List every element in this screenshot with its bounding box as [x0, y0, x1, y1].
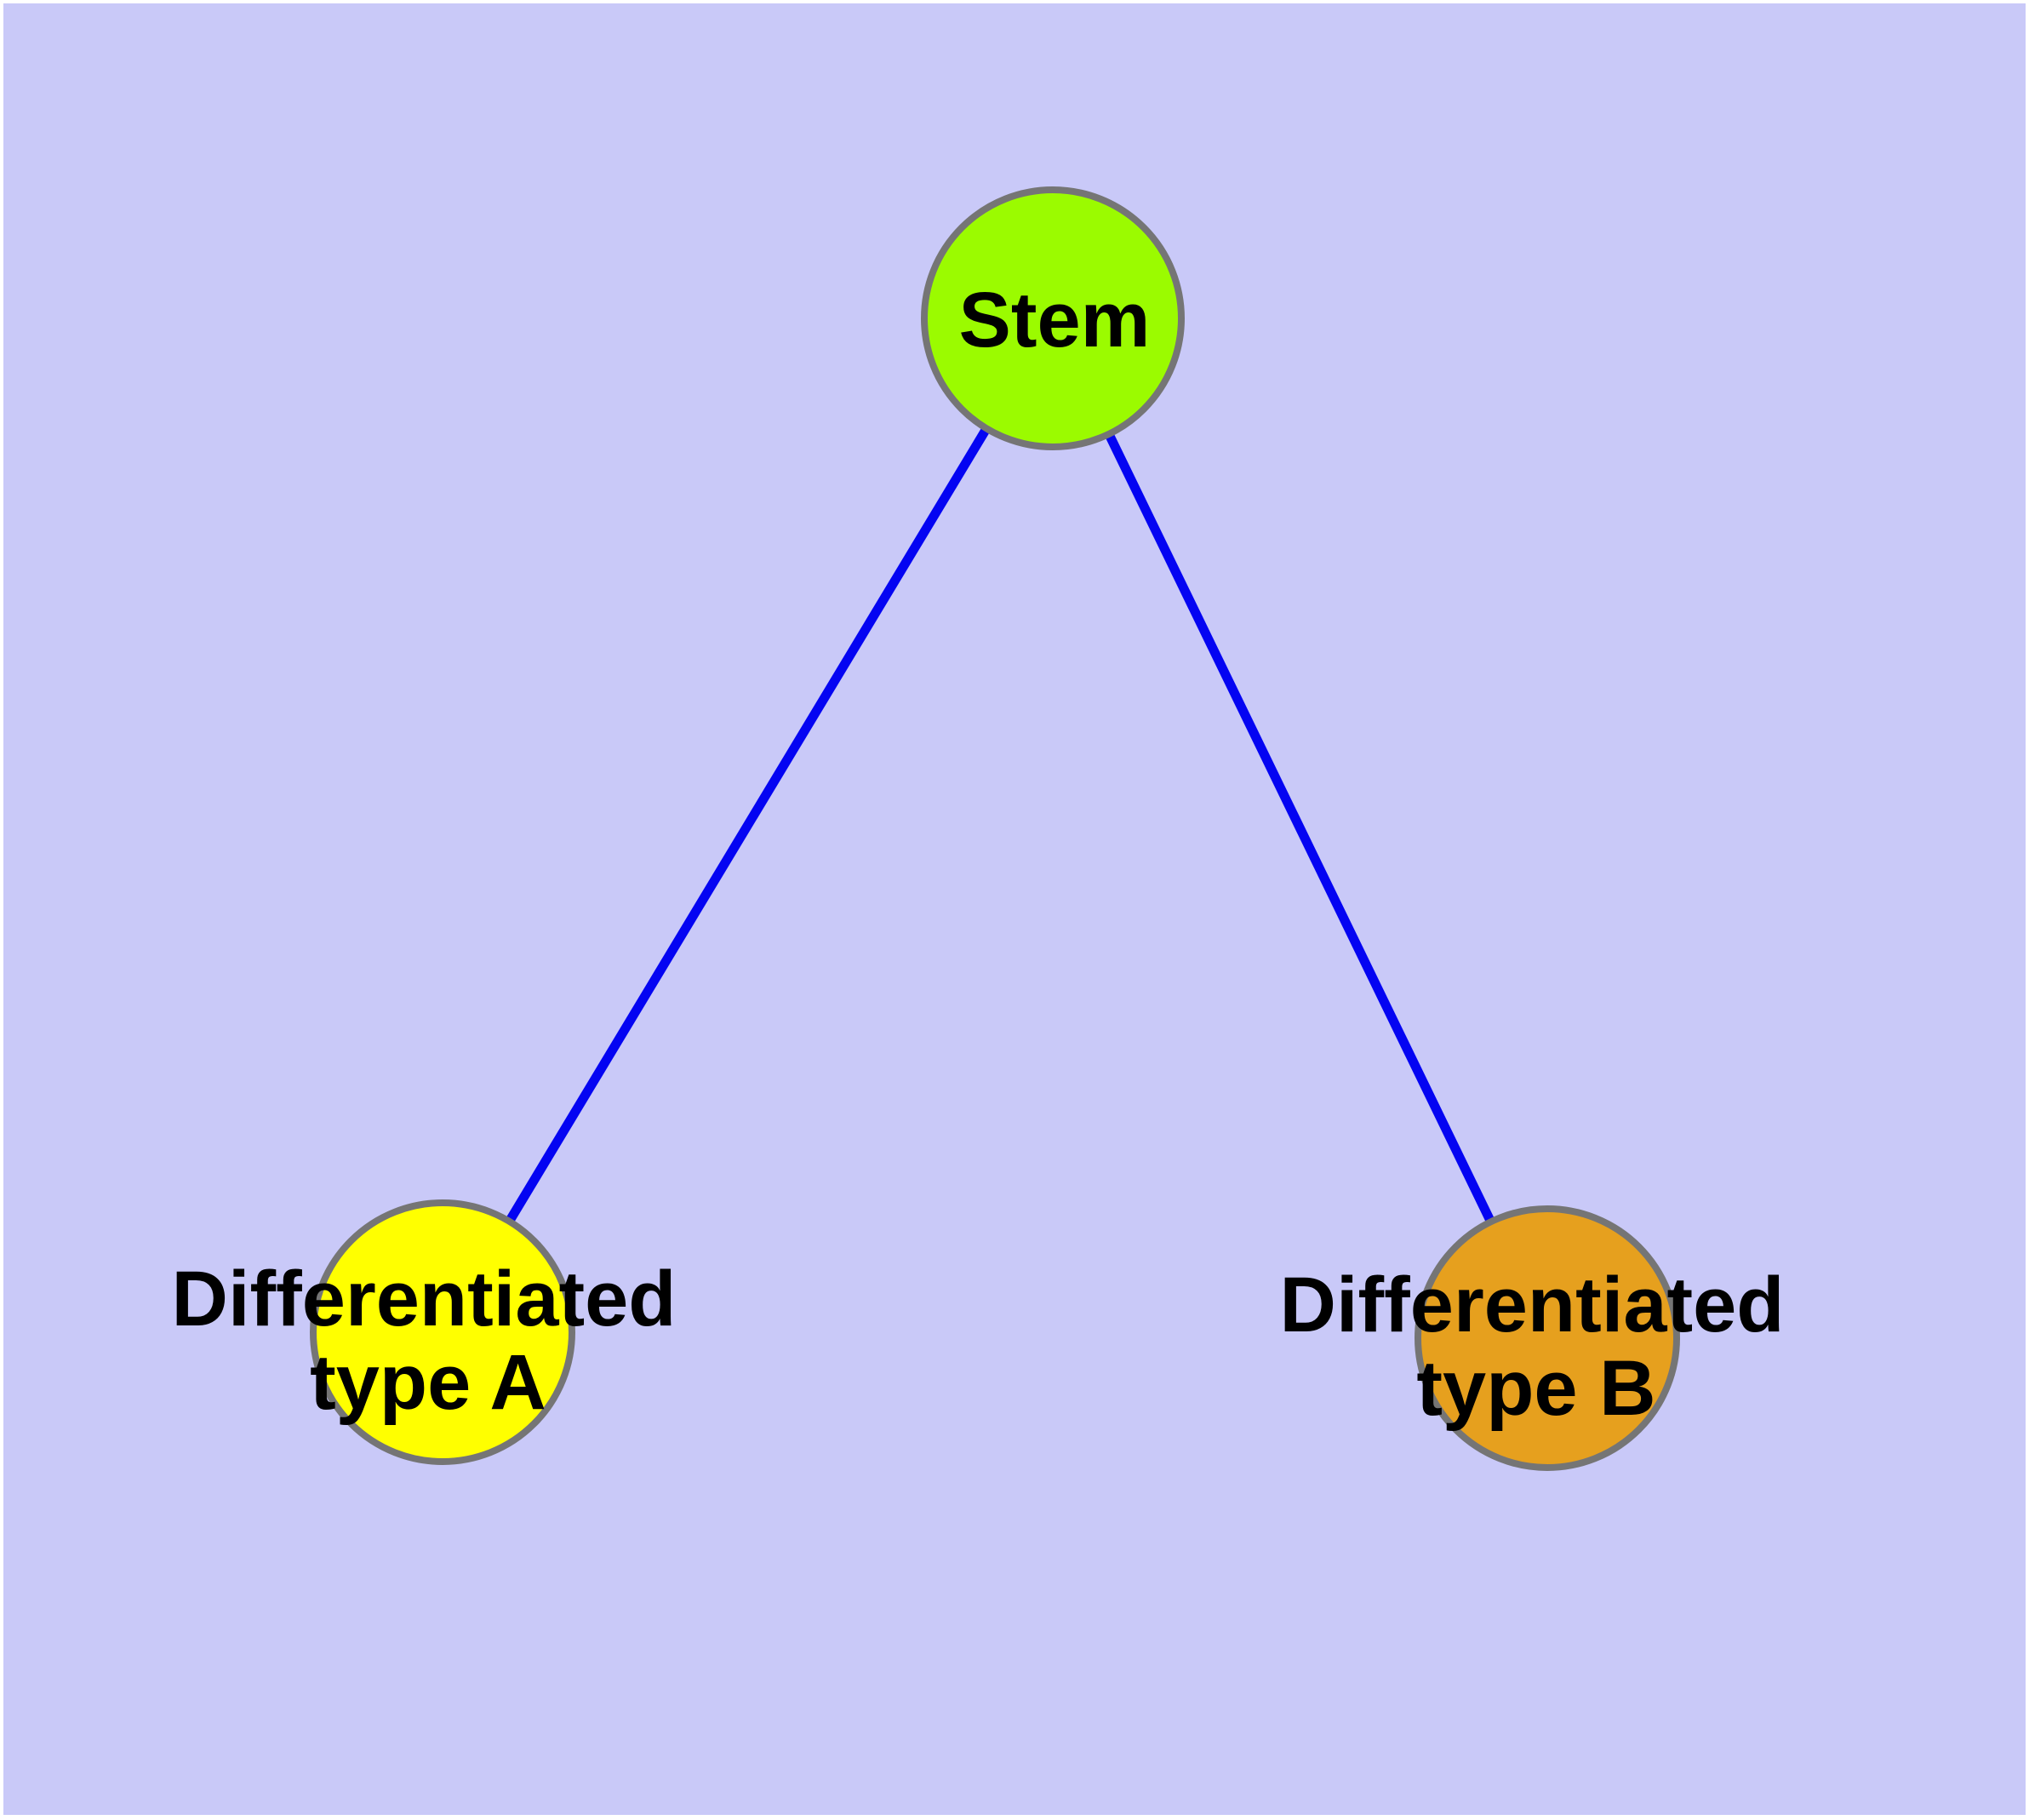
node-stem-label: Stem — [959, 277, 1151, 363]
node-differentiated-type-b-circle[interactable] — [1415, 1205, 1680, 1471]
node-differentiated-type-a[interactable]: Differentiated type A — [172, 1199, 677, 1465]
node-differentiated-type-a-circle[interactable] — [310, 1199, 575, 1465]
edge-stem-to-type-b — [1049, 316, 1552, 1341]
node-differentiated-type-b-label-line2: type B — [1416, 1345, 1655, 1432]
node-differentiated-type-a-label-line2: type A — [310, 1339, 546, 1426]
node-differentiated-type-b-label-line1: Differentiated — [1280, 1262, 1785, 1348]
node-stem-circle[interactable] — [921, 186, 1185, 450]
node-differentiated-type-b[interactable]: Differentiated type B — [1280, 1205, 1785, 1471]
node-differentiated-type-a-label-line1: Differentiated — [172, 1256, 677, 1342]
node-stem[interactable]: Stem — [921, 186, 1185, 450]
edge-stem-to-type-a — [438, 316, 1057, 1335]
